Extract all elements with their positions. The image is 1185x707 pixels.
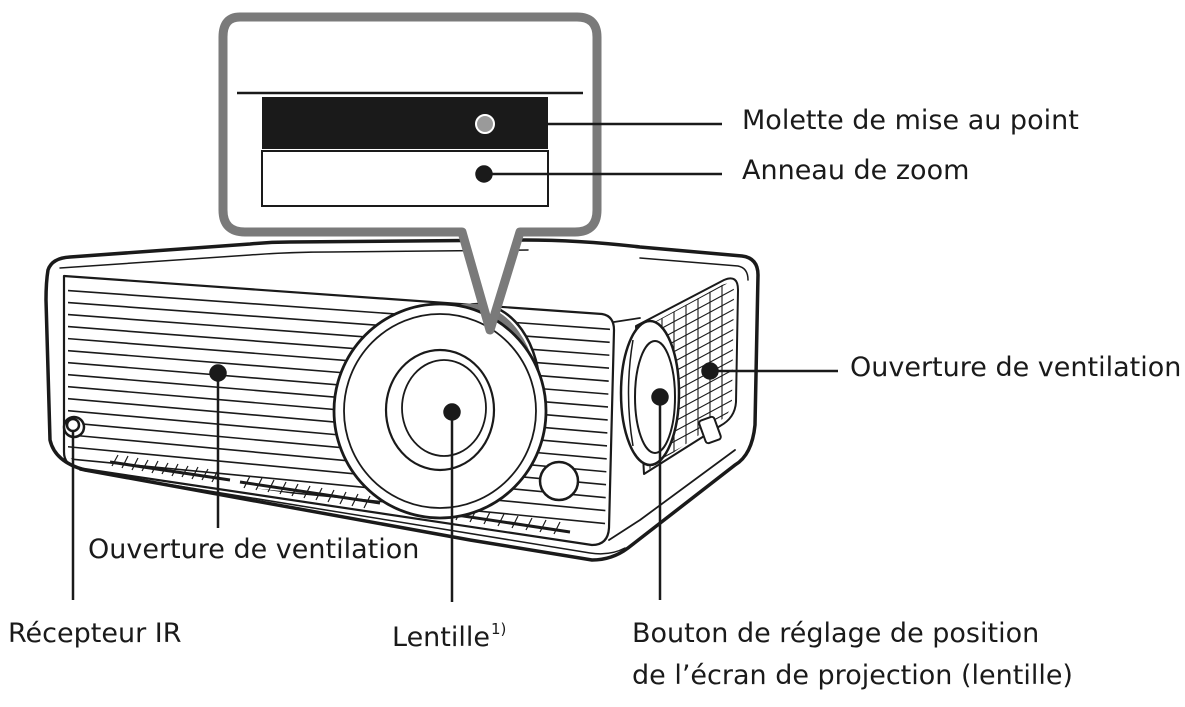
label-lens-footnote: 1) <box>491 620 507 638</box>
label-vent-front: Ouverture de ventilation <box>88 534 420 565</box>
lens-shift-dot <box>651 388 669 406</box>
ir-dot <box>65 417 81 433</box>
label-focus-ring: Molette de mise au point <box>742 105 1079 136</box>
focus-zoom-callout <box>218 12 602 335</box>
label-zoom-ring: Anneau de zoom <box>742 155 970 186</box>
front-round-button <box>538 460 580 502</box>
zoom-ring-detail <box>261 150 549 207</box>
label-vent-side: Ouverture de ventilation <box>850 352 1182 383</box>
label-lens-text: Lentille <box>392 622 490 653</box>
callout-leaders <box>65 114 838 602</box>
side-port <box>698 415 722 445</box>
vent-front-dot <box>209 364 227 382</box>
label-lens-shift-line2: de l’écran de projection (lentille) <box>632 660 1073 691</box>
label-lens-shift-line1: Bouton de réglage de position <box>632 618 1040 649</box>
lens-shift-knob <box>619 319 681 467</box>
lens-assembly <box>332 302 548 520</box>
label-ir-receiver: Récepteur IR <box>8 618 182 649</box>
zoom-dot <box>475 165 493 183</box>
lens-dot <box>443 403 461 421</box>
vent-side-dot <box>701 362 719 380</box>
focus-dot <box>475 114 495 134</box>
label-lens: Lentille1) <box>392 620 506 654</box>
